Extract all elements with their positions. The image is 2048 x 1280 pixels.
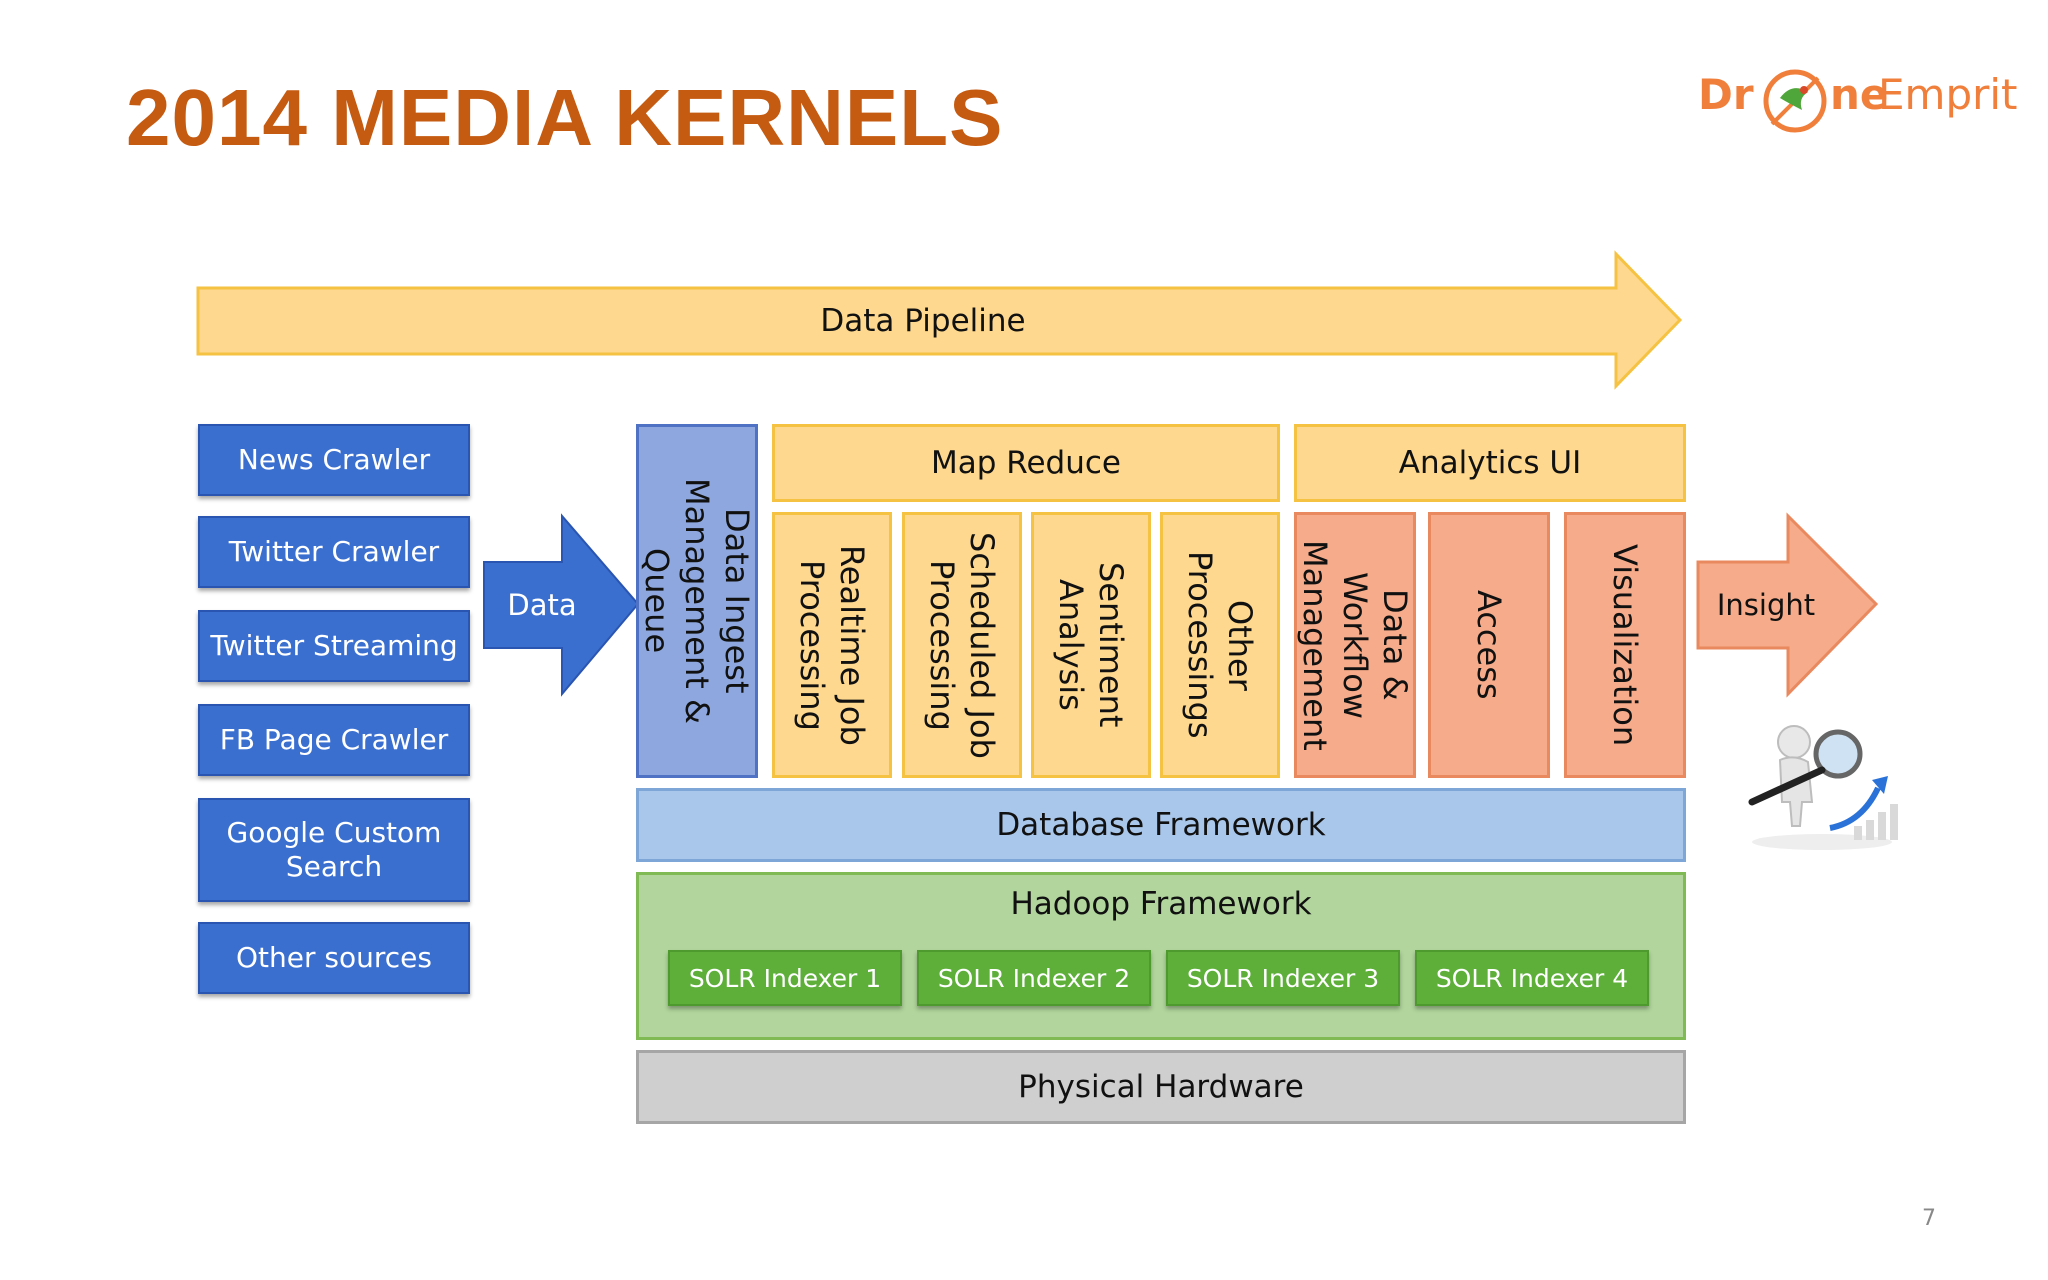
- hadoop-framework-label: Hadoop Framework: [1010, 886, 1312, 922]
- map-reduce-header: Map Reduce: [772, 424, 1280, 502]
- insight-arrow: [1696, 512, 1879, 698]
- access-label: Access: [1470, 590, 1508, 700]
- source-news-crawler: News Crawler: [198, 424, 470, 496]
- solr-indexer-3: SOLR Indexer 3: [1166, 950, 1400, 1006]
- logo-text-mid: ne: [1830, 70, 1889, 119]
- logo: Dr ne Emprit: [1698, 64, 2018, 140]
- map-reduce-column: Other Processings: [1160, 512, 1280, 778]
- page-number: 7: [1922, 1206, 1936, 1231]
- scheduled-job-processing-label: Scheduled Job Processing: [923, 531, 1001, 759]
- physical-hardware-box: Physical Hardware: [636, 1050, 1686, 1124]
- analytics-ui-header: Analytics UI: [1294, 424, 1686, 502]
- source-twitter-crawler: Twitter Crawler: [198, 516, 470, 588]
- analytics-ui-column: Access: [1428, 512, 1550, 778]
- analytics-ui-column: Data & Workflow Management: [1294, 512, 1416, 778]
- realtime-job-processing-label: Realtime Job Processing: [793, 544, 871, 746]
- solr-indexer-1: SOLR Indexer 1: [668, 950, 902, 1006]
- sentiment-analysis-label: Sentiment Analysis: [1052, 562, 1130, 728]
- other-processings-label: Other Processings: [1181, 551, 1259, 739]
- data-arrow-label: Data: [507, 588, 577, 622]
- database-framework-box: Database Framework: [636, 788, 1686, 862]
- data-workflow-management-label: Data & Workflow Management: [1296, 539, 1414, 751]
- solr-indexer-4: SOLR Indexer 4: [1415, 950, 1649, 1006]
- solr-indexer-2: SOLR Indexer 2: [917, 950, 1151, 1006]
- source-other-sources: Other sources: [198, 922, 470, 994]
- visualization-label: Visualization: [1606, 543, 1644, 747]
- data-pipeline-arrow: [196, 250, 1683, 390]
- logo-text-right: Emprit: [1878, 70, 2018, 119]
- map-reduce-column: Realtime Job Processing: [772, 512, 892, 778]
- insight-arrow-label: Insight: [1716, 588, 1816, 622]
- logo-text-left: Dr: [1698, 70, 1754, 119]
- source-google-custom-search: Google Custom Search: [198, 798, 470, 902]
- source-fb-page-crawler: FB Page Crawler: [198, 704, 470, 776]
- analytics-ui-column: Visualization: [1564, 512, 1686, 778]
- data-arrow: [483, 513, 640, 697]
- source-twitter-streaming: Twitter Streaming: [198, 610, 470, 682]
- map-reduce-column: Sentiment Analysis: [1031, 512, 1151, 778]
- slide-title: 2014 MEDIA KERNELS: [126, 73, 1004, 162]
- magnifier-person-chart-icon: [1748, 725, 1898, 850]
- map-reduce-column: Scheduled Job Processing: [902, 512, 1022, 778]
- data-ingest-box: Data Ingest Management & Queue: [636, 424, 758, 778]
- data-pipeline-label: Data Pipeline: [820, 303, 1026, 339]
- drone-bird-logo-icon: [1763, 69, 1827, 133]
- data-ingest-label: Data Ingest Management & Queue: [638, 478, 756, 724]
